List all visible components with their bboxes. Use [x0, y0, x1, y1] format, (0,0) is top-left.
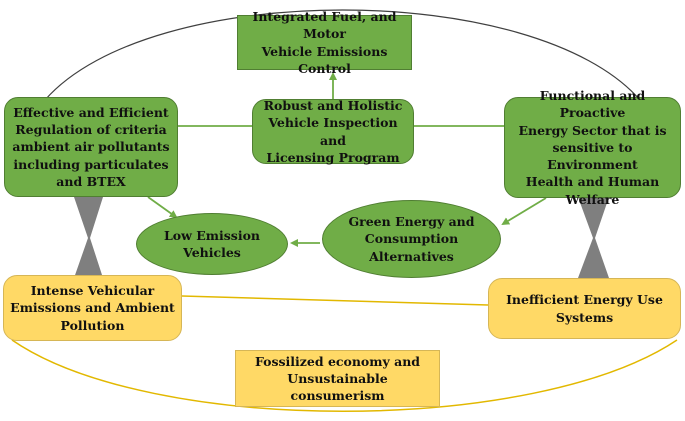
- green-energy-ellipse: Green Energy and Consumption Alternative…: [322, 200, 501, 278]
- right-hourglass-shape: [578, 197, 609, 278]
- fuel-control-box: Integrated Fuel, and Motor Vehicle Emiss…: [237, 9, 412, 76]
- top-connector-arc: [44, 9, 641, 101]
- low-emission-label: Low Emission Vehicles: [164, 227, 260, 260]
- energy-sector-box: Functional and Proactive Energy Sector t…: [504, 88, 681, 207]
- arrow-regulation-to-low-emission: [147, 196, 178, 219]
- green-energy-label: Green Energy and Consumption Alternative…: [348, 214, 475, 264]
- vehicular-emissions-label: Intense Vehicular Emissions and Ambient …: [10, 283, 175, 333]
- fuel-control-label: Integrated Fuel, and Motor Vehicle Emiss…: [252, 9, 397, 76]
- regulation-box: Effective and Efficient Regulation of cr…: [4, 97, 178, 197]
- vehicular-emissions-box: Intense Vehicular Emissions and Ambient …: [3, 275, 182, 341]
- bottom-connector-arc: [11, 339, 678, 412]
- fossilized-economy-box: Fossilized economy and Unsustainable con…: [235, 350, 440, 407]
- fossilized-economy-label: Fossilized economy and Unsustainable con…: [254, 353, 421, 404]
- regulation-label: Effective and Efficient Regulation of cr…: [12, 104, 170, 189]
- inefficient-energy-box: Inefficient Energy Use Systems: [488, 278, 681, 339]
- energy-sector-label: Functional and Proactive Energy Sector t…: [518, 88, 667, 207]
- inspection-label: Robust and Holistic Vehicle Inspection a…: [263, 98, 403, 165]
- inspection-box: Robust and Holistic Vehicle Inspection a…: [252, 98, 414, 165]
- yellow-link-line: [181, 295, 489, 306]
- inefficient-energy-label: Inefficient Energy Use Systems: [506, 292, 663, 325]
- left-hourglass-shape: [74, 197, 103, 278]
- low-emission-ellipse: Low Emission Vehicles: [136, 213, 288, 275]
- arrow-energy-to-green: [501, 197, 547, 226]
